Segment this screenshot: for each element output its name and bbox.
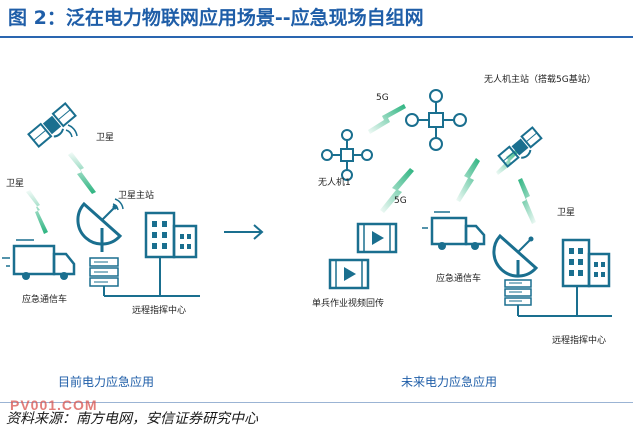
truck-icon — [422, 211, 486, 250]
drone1-label: 无人机1 — [318, 178, 351, 188]
5g-label: 5G — [376, 93, 389, 103]
signal-bolt-icon — [26, 190, 48, 234]
transition-arrow-icon — [224, 224, 264, 240]
truck-icon — [2, 239, 76, 280]
building-icon — [561, 238, 611, 288]
emergency-vehicle-label: 应急通信车 — [22, 295, 68, 305]
video-screen-icon — [356, 222, 398, 254]
drone-main-station-label: 无人机主站（搭载5G基站） — [484, 75, 596, 85]
soldier-video-label: 单兵作业视频回传 — [312, 299, 385, 309]
drone-icon — [405, 89, 467, 151]
satellite-dish-icon — [76, 201, 123, 252]
satellite-icon — [27, 102, 77, 148]
footer-divider — [0, 402, 633, 403]
source-note: 资料来源：南方电网，安信证券研究中心 — [6, 411, 258, 427]
title-divider — [0, 36, 633, 38]
page-title: 图 2：泛在电力物联网应用场景--应急现场自组网 — [8, 7, 424, 29]
drone-icon — [321, 129, 373, 181]
video-screen-icon — [328, 258, 370, 290]
5g-label: 5G — [394, 196, 407, 206]
server-rack-icon — [504, 279, 532, 306]
satellite-label: 卫星 — [557, 208, 576, 218]
title-bar: 图 2：泛在电力物联网应用场景--应急现场自组网 — [0, 0, 633, 36]
signal-bolt-icon — [368, 104, 406, 134]
signal-bolt-icon — [456, 158, 480, 202]
signal-bolt-icon — [496, 148, 520, 175]
emergency-vehicle-label: 应急通信车 — [436, 274, 482, 284]
signal-bolt-icon — [518, 178, 536, 224]
signal-bolt-icon — [380, 168, 414, 213]
remote-center-label: 远程指挥中心 — [132, 306, 187, 316]
building-icon — [144, 211, 198, 259]
left-caption: 目前电力应急应用 — [58, 375, 155, 389]
satellite-icon — [497, 126, 543, 168]
server-rack-icon — [89, 257, 119, 287]
satellite-label: 卫星 — [96, 133, 115, 143]
satellite-main-station-label: 卫星主站 — [118, 191, 155, 201]
watermark: PV001.COM — [10, 397, 98, 413]
signal-bolt-icon — [68, 152, 96, 194]
satellite-label: 卫星 — [6, 179, 25, 189]
remote-center-label: 远程指挥中心 — [552, 336, 607, 346]
satellite-dish-icon — [492, 233, 539, 278]
right-caption: 未来电力应急应用 — [401, 375, 498, 389]
